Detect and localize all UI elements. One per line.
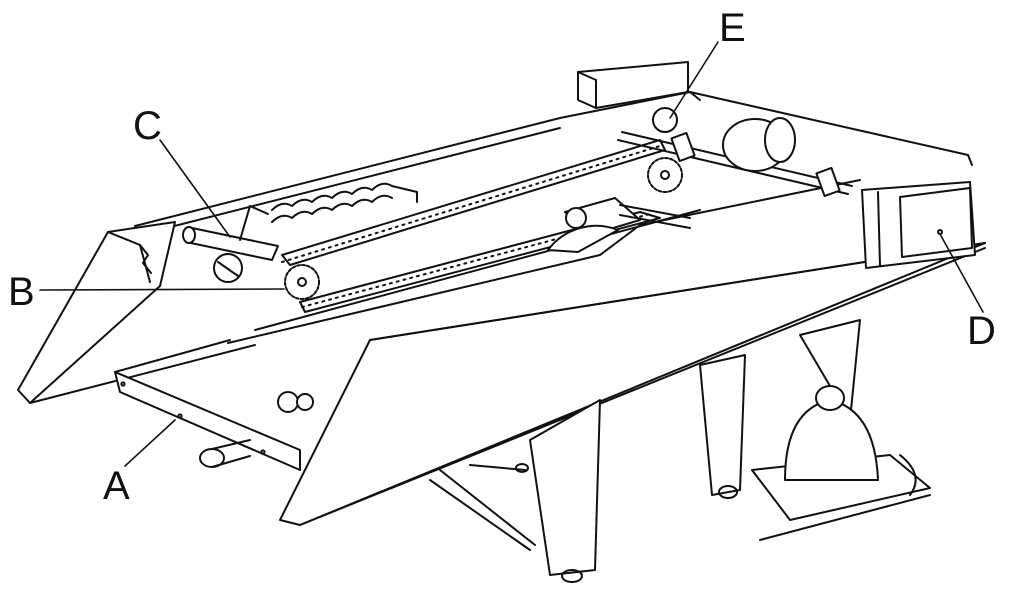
sprockets xyxy=(277,157,683,413)
label-a: A xyxy=(103,464,130,508)
frame-top xyxy=(134,91,973,237)
front-right-panel xyxy=(279,242,986,526)
legs xyxy=(429,319,861,583)
leader-c xyxy=(159,139,231,238)
bell xyxy=(751,385,931,541)
roller-c xyxy=(182,205,279,283)
label-d: D xyxy=(967,309,996,353)
label-e: E xyxy=(719,6,746,50)
label-b: B xyxy=(8,270,35,314)
drive-shaft xyxy=(617,107,853,198)
leader-d xyxy=(939,233,984,313)
rear-box xyxy=(577,61,689,109)
leader-b xyxy=(39,288,285,291)
leader-lines xyxy=(39,41,984,467)
leader-a xyxy=(124,419,176,467)
spring xyxy=(271,182,418,223)
left-side-panel xyxy=(17,221,256,404)
front-beam xyxy=(114,339,301,471)
label-c: C xyxy=(133,104,162,148)
bottom-roller xyxy=(199,439,251,468)
inner-board xyxy=(227,179,861,344)
control-box-d xyxy=(861,181,976,269)
leader-e xyxy=(669,41,719,119)
carriage xyxy=(547,197,691,253)
